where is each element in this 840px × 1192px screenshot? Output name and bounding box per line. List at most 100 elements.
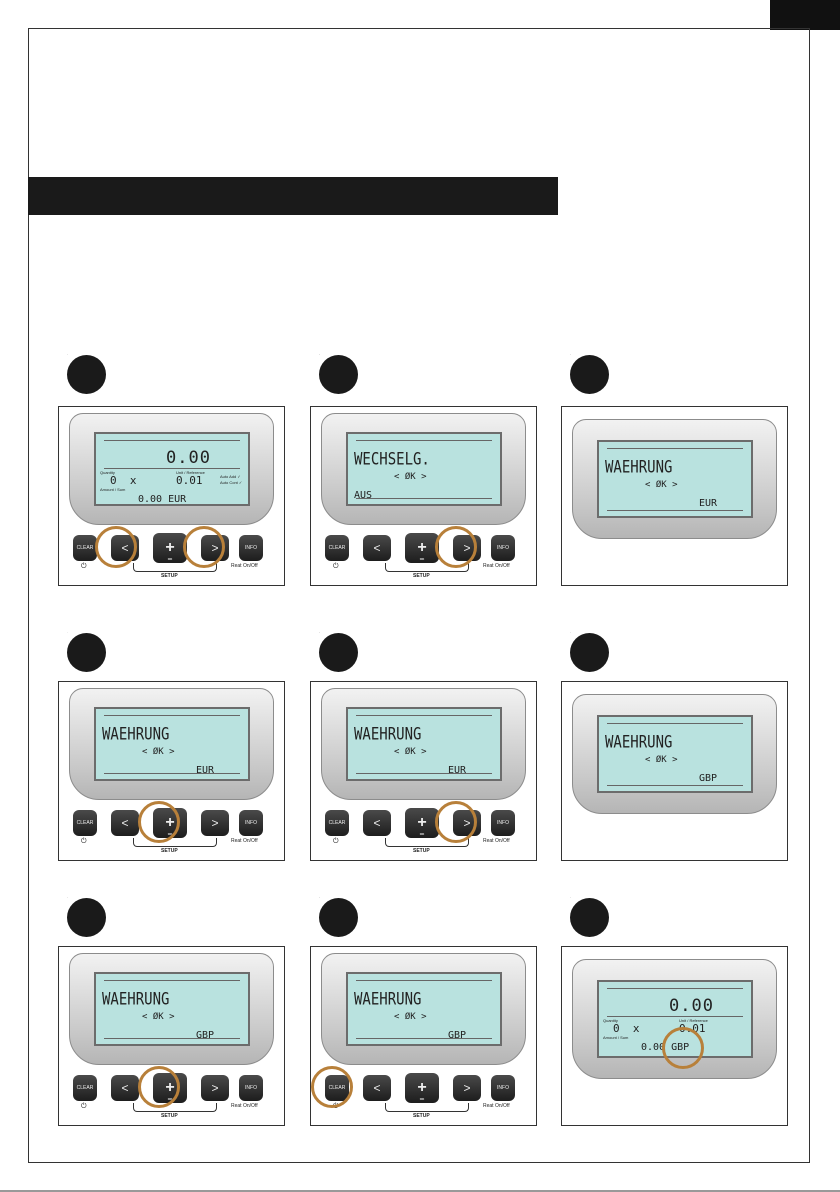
setup-bracket — [385, 1103, 469, 1112]
clear-button[interactable]: CLEAR — [73, 1075, 97, 1101]
lcd-screen: WAEHRUNG< ØK >GBP — [346, 972, 502, 1046]
left-arrow-button[interactable]: < — [363, 1075, 391, 1101]
clear-button[interactable]: CLEAR — [73, 535, 97, 561]
right-arrow-button[interactable]: > — [201, 810, 229, 836]
device-body: WAEHRUNG< ØK >EUR — [321, 688, 526, 800]
ok-label: OK — [167, 557, 173, 561]
highlight-ring — [138, 801, 180, 843]
info-button[interactable]: INFO — [239, 810, 263, 836]
info-button[interactable]: INFO — [491, 810, 515, 836]
setup-label: SETUP — [161, 848, 178, 854]
power-icon: ⏻ — [333, 838, 339, 845]
step-panel-3: WAEHRUNG< ØK >EUR — [561, 406, 788, 586]
right-arrow-button[interactable]: > — [201, 1075, 229, 1101]
ok-label: OK — [419, 557, 425, 561]
highlight-ring — [95, 526, 137, 568]
unit-label: Unit / Reference — [176, 470, 205, 475]
lcd-ok-prompt: < ØK > — [645, 480, 678, 490]
lcd-rule — [607, 785, 743, 786]
lcd-rule — [356, 1038, 492, 1039]
step-badge: 5 — [319, 633, 358, 672]
ok-label: OK — [419, 832, 425, 836]
step-badge: 8 — [319, 898, 358, 937]
lcd-value: EUR — [196, 765, 215, 776]
step-badge: 7 — [67, 898, 106, 937]
setup-bracket — [133, 563, 217, 572]
lcd-rule — [607, 1016, 743, 1017]
step-badge: 2 — [319, 355, 358, 394]
page-frame — [28, 28, 810, 1163]
plus-ok-button[interactable]: +OK — [405, 533, 439, 563]
highlight-ring — [311, 1066, 353, 1108]
lcd-rule — [356, 773, 492, 774]
highlight-ring — [183, 526, 225, 568]
info-button[interactable]: INFO — [239, 1075, 263, 1101]
lcd-ok-prompt: < ØK > — [142, 1012, 175, 1022]
device-body: WAEHRUNG< ØK >GBP — [572, 694, 777, 814]
lcd-ok-prompt: < ØK > — [394, 747, 427, 757]
step-badge: 1 — [67, 355, 106, 394]
device-body: WAEHRUNG< ØK >GBP — [321, 953, 526, 1065]
setup-bracket — [133, 1103, 217, 1112]
info-button[interactable]: INFO — [239, 535, 263, 561]
lcd-amount: 0.00 EUR — [138, 494, 187, 505]
plus-ok-button[interactable]: +OK — [405, 808, 439, 838]
lcd-ok-prompt: < ØK > — [394, 472, 427, 482]
device-body: WAEHRUNG< ØK >EUR — [572, 419, 777, 539]
auto-cont-label: Auto Cont ✓ — [220, 480, 243, 485]
info-button[interactable]: INFO — [491, 535, 515, 561]
step-badge: 9 — [570, 898, 609, 937]
plus-label: + — [165, 539, 175, 556]
lcd-rule — [356, 715, 492, 716]
clear-button[interactable]: CLEAR — [325, 810, 349, 836]
clear-button[interactable]: CLEAR — [325, 535, 349, 561]
plus-label: + — [417, 539, 427, 556]
lcd-screen: WAEHRUNG< ØK >EUR — [346, 707, 502, 781]
lcd-rule — [356, 440, 492, 441]
step-badge: 6 — [570, 633, 609, 672]
lcd-screen: WAEHRUNG< ØK >GBP — [94, 972, 250, 1046]
plus-ok-button[interactable]: +OK — [153, 533, 187, 563]
power-icon: ⏻ — [333, 563, 339, 570]
left-arrow-button[interactable]: < — [111, 810, 139, 836]
lcd-value: GBP — [448, 1030, 467, 1041]
setup-label: SETUP — [161, 1113, 178, 1119]
right-arrow-button[interactable]: > — [453, 1075, 481, 1101]
left-arrow-button[interactable]: < — [111, 1075, 139, 1101]
setup-bracket — [385, 563, 469, 572]
lcd-menu-title: WAEHRUNG — [102, 725, 170, 745]
lcd-rule — [104, 773, 240, 774]
info-button[interactable]: INFO — [491, 1075, 515, 1101]
left-arrow-button[interactable]: < — [363, 535, 391, 561]
clear-button[interactable]: CLEAR — [73, 810, 97, 836]
lcd-value: AUS — [354, 490, 373, 501]
step-badge: 4 — [67, 633, 106, 672]
plus-ok-button[interactable]: +OK — [405, 1073, 439, 1103]
lcd-value: GBP — [196, 1030, 215, 1041]
lcd-ok-prompt: < ØK > — [394, 1012, 427, 1022]
section-heading-bar — [28, 177, 558, 215]
lcd-menu-title: WAEHRUNG — [605, 733, 673, 753]
lcd-rule — [104, 1038, 240, 1039]
highlight-ring — [138, 1066, 180, 1108]
amount-label: Amount / Sum — [603, 1035, 629, 1040]
lcd-value: EUR — [448, 765, 467, 776]
power-icon: ⏻ — [81, 563, 87, 570]
highlight-ring — [435, 526, 477, 568]
lcd-rule — [356, 980, 492, 981]
lcd-rule — [104, 468, 240, 469]
highlight-ring — [435, 801, 477, 843]
lcd-value: EUR — [699, 498, 718, 509]
setup-bracket — [385, 838, 469, 847]
device-body: WAEHRUNG< ØK >EUR — [69, 688, 274, 800]
bottom-rule — [0, 1190, 840, 1192]
lcd-screen: WECHSELG.< ØK >AUS — [346, 432, 502, 506]
left-arrow-button[interactable]: < — [363, 810, 391, 836]
step-panel-6: WAEHRUNG< ØK >GBP — [561, 681, 788, 861]
